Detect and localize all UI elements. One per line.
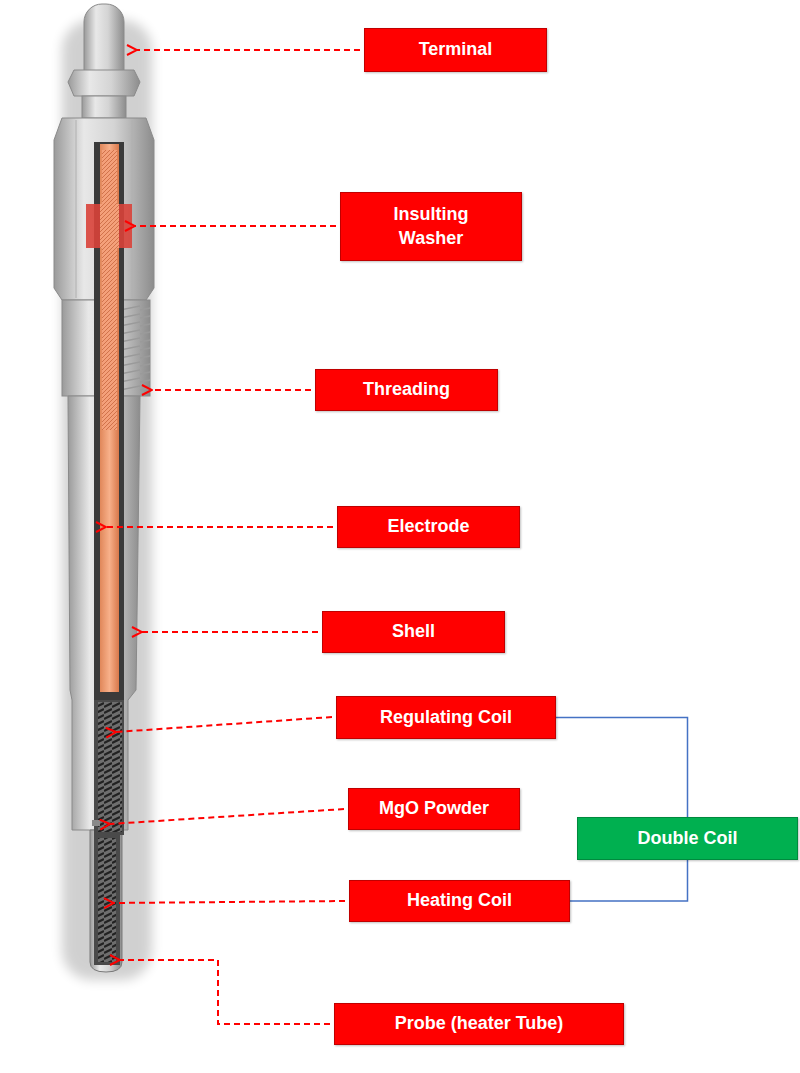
part-label: Double Coil [638,827,738,850]
leader-line [120,960,330,1024]
part-label: Terminal [419,38,493,61]
leader-line [116,717,332,732]
part-label-box: Electrode [337,506,520,548]
part-label: Threading [363,378,450,401]
bracket-connector [570,860,688,901]
leader-line [114,901,345,903]
leader-line [135,225,336,227]
part-label: Probe (heater Tube) [395,1012,564,1035]
bracket-connector [556,718,688,818]
part-label-box: MgO Powder [348,788,520,830]
part-label: Shell [392,620,435,643]
leader-line [137,49,360,51]
part-label-box: Terminal [364,28,547,72]
part-label: Heating Coil [407,889,512,912]
group-label-box: Double Coil [577,817,798,860]
part-label: Electrode [387,515,469,538]
part-label-box: Probe (heater Tube) [334,1003,624,1045]
part-label: Insulting Washer [376,203,486,250]
part-label: Regulating Coil [380,706,512,729]
part-label: MgO Powder [379,797,489,820]
part-label-box: Regulating Coil [336,696,556,739]
leader-line [142,631,318,633]
part-label-box: Threading [315,369,498,411]
leader-line [152,389,311,391]
part-label-box: Shell [322,611,505,653]
leader-line [110,809,344,824]
leader-line [106,526,333,528]
part-label-box: Insulting Washer [340,192,522,261]
part-label-box: Heating Coil [349,880,570,922]
